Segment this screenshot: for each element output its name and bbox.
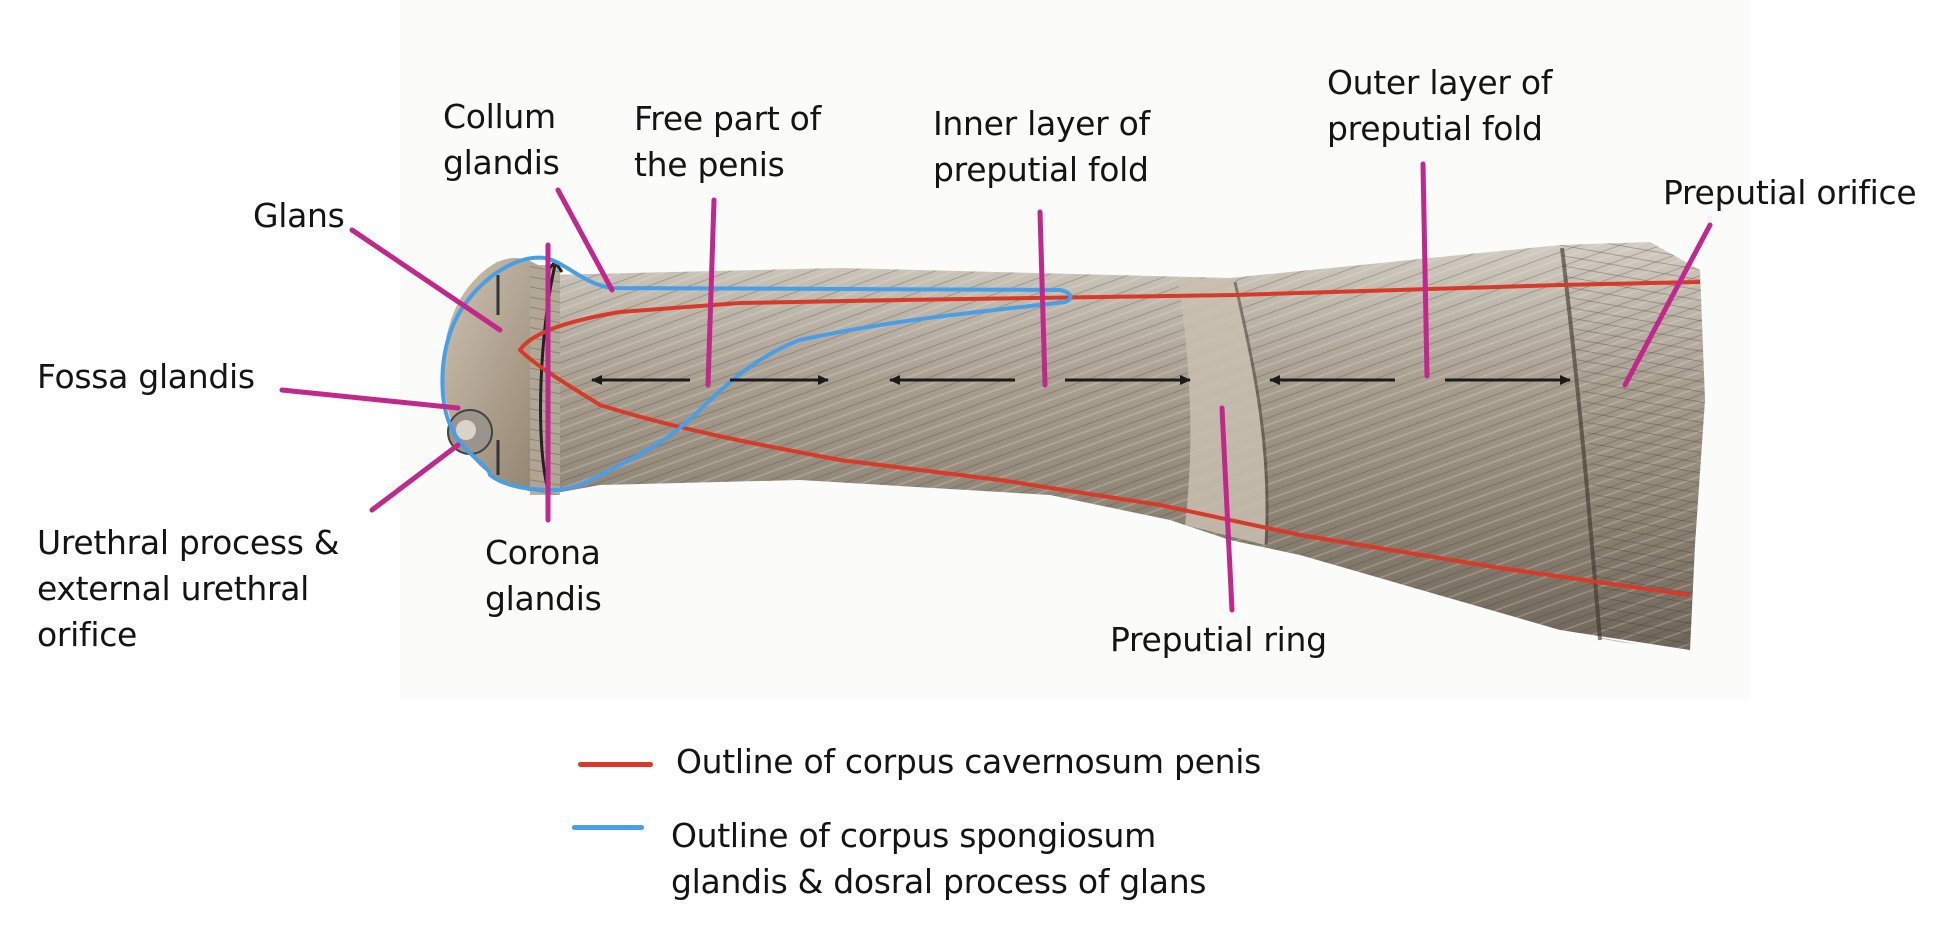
leader-orifice <box>1622 222 1713 388</box>
shaft-texture <box>545 242 1705 650</box>
leader-fossa <box>279 387 461 411</box>
orifice-folds <box>1560 242 1705 650</box>
label-inner-layer: Inner layer of preputial fold <box>933 104 1150 189</box>
leader-free-part <box>705 197 717 388</box>
legend-label-blue: Outline of corpus spongiosum glandis & d… <box>671 816 1207 901</box>
blue-outline <box>440 255 1073 492</box>
leader-outer-layer <box>1420 161 1430 379</box>
legend-swatch-blue <box>572 825 644 830</box>
leader-urethral <box>369 442 461 513</box>
leader-inner-layer <box>1037 209 1048 388</box>
label-free-part: Free part of the penis <box>634 99 821 184</box>
legend-swatch-red <box>578 762 653 767</box>
red-outline <box>518 280 1701 597</box>
leader-glans <box>349 227 503 333</box>
legend-label-red: Outline of corpus cavernosum penis <box>676 742 1261 781</box>
label-collum-glandis: Collum glandis <box>443 97 560 182</box>
label-outer-layer: Outer layer of preputial fold <box>1327 63 1553 148</box>
leader-preputial-ring <box>1219 405 1235 613</box>
label-preputial-orifice: Preputial orifice <box>1663 173 1917 212</box>
label-urethral-process: Urethral process & external urethral ori… <box>37 523 340 654</box>
label-fossa-glandis: Fossa glandis <box>37 357 255 396</box>
label-glans: Glans <box>253 196 345 235</box>
label-preputial-ring: Preputial ring <box>1110 620 1327 659</box>
leader-collum <box>555 187 615 293</box>
label-corona-glandis: Corona glandis <box>485 533 602 618</box>
